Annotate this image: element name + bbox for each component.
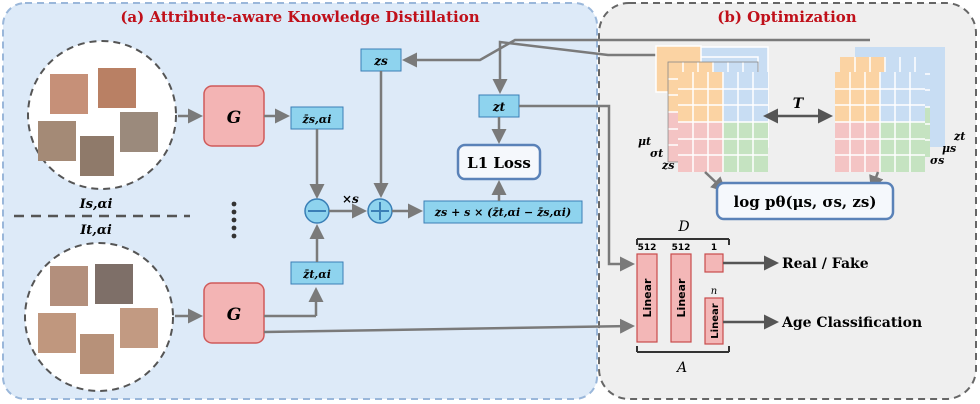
dim-512-a: 512 <box>638 243 657 253</box>
face-thumbnail <box>120 112 158 152</box>
formula-box <box>423 200 583 224</box>
face-thumbnail <box>80 136 114 176</box>
linear-layer-2 <box>670 253 692 343</box>
arrow-g-to-classifier <box>263 318 635 334</box>
right-stack-label-mu-s: μs <box>942 142 956 155</box>
real-fake-label: Real / Fake <box>782 256 869 272</box>
zbar-t-label: z̄t,αi <box>302 268 331 281</box>
z-s-label: zs <box>373 54 388 68</box>
generator-bottom <box>203 282 265 344</box>
linear-layer-1 <box>636 253 658 343</box>
face-thumbnail <box>38 313 76 353</box>
face-thumbnail <box>38 121 76 161</box>
l1-loss-label: L1 Loss <box>467 154 531 172</box>
log-likelihood-box <box>715 181 895 221</box>
arrow-stack-to-z-s <box>402 38 870 68</box>
face-thumbnail <box>50 266 88 306</box>
right-stack-label-sigma-s: σs <box>930 154 944 167</box>
left-stack-label-sigma-t: σt <box>650 147 663 160</box>
left-stack-label-z-s: zs <box>661 159 674 172</box>
face-thumbnail <box>95 264 133 304</box>
log-likelihood-label: log pθ(μs, σs, zs) <box>734 193 877 211</box>
linear-output-real-fake <box>704 253 724 273</box>
face-thumbnail <box>98 68 136 108</box>
classifier-label: A <box>675 360 687 376</box>
face-thumbnail <box>80 334 114 374</box>
target-set-label: It,αi <box>79 223 112 238</box>
times-s-label: ×s <box>342 192 359 206</box>
grid-layer-front <box>835 72 925 172</box>
linear-layer-1-label: Linear <box>641 278 654 317</box>
l1-loss-box <box>456 143 542 181</box>
source-set-label: Is,αi <box>79 197 113 212</box>
discriminator-label: D <box>677 219 689 235</box>
left-stack-label-mu-t: μt <box>638 135 651 148</box>
transform-label: T <box>793 96 805 112</box>
source-face-set <box>27 40 177 190</box>
ellipsis-dots <box>231 201 237 239</box>
generator-bottom-label: G <box>227 305 242 325</box>
face-thumbnail <box>50 74 88 114</box>
formula-label: zs + s × (z̄t,αi − z̄s,αi) <box>434 206 571 219</box>
right-stack-label-z-t: zt <box>953 130 965 143</box>
arrow-stack-to-z-t <box>492 40 658 94</box>
right-grid-stack <box>835 47 945 172</box>
target-face-set <box>24 242 174 392</box>
age-classification-label: Age Classification <box>781 315 922 331</box>
generator-top-label: G <box>227 108 242 128</box>
left-grid-stack <box>655 45 769 172</box>
z-t-label: zt <box>492 100 506 114</box>
face-thumbnail <box>120 308 158 348</box>
linear-layer-2-label: Linear <box>675 278 688 317</box>
dim-1: 1 <box>711 243 717 253</box>
dim-n: n <box>711 286 717 297</box>
grid-layer-front2 <box>678 72 768 172</box>
zbar-s-label: z̄s,αi <box>302 113 332 126</box>
arrow-z-t-to-discriminator <box>519 104 635 272</box>
panel-a-title: (a) Attribute-aware Knowledge Distillati… <box>120 8 479 26</box>
panel-b-title: (b) Optimization <box>717 8 857 26</box>
dim-512-b: 512 <box>672 243 691 253</box>
linear-output-age-label: Linear <box>710 303 721 338</box>
